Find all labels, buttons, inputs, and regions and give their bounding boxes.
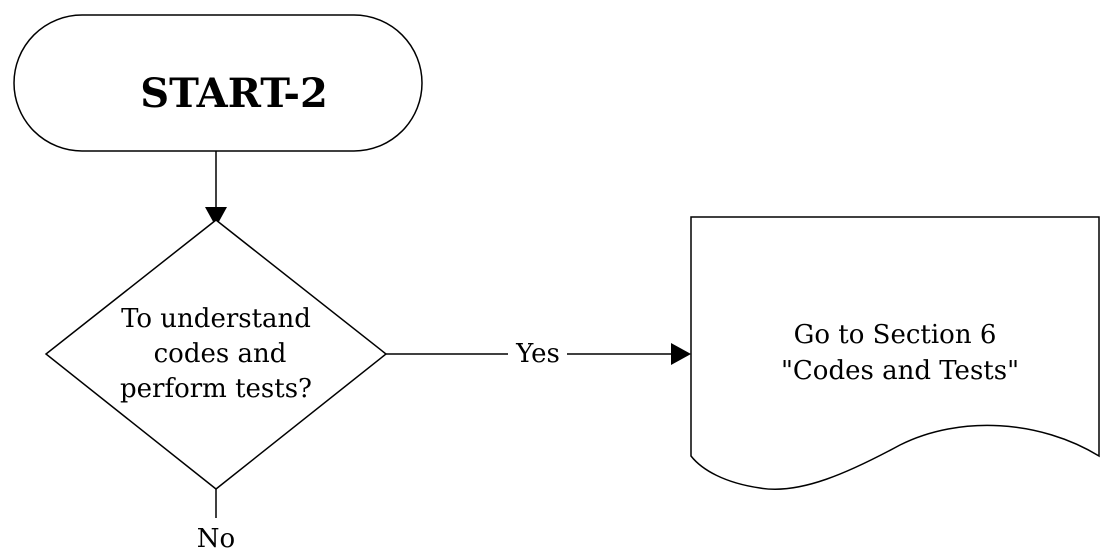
start-label: START-2 [140,70,328,117]
decision-node: To understand codes and perform tests? [44,219,388,490]
document-label-line2: "Codes and Tests" [781,356,1019,386]
start-terminator: START-2 [13,14,423,152]
start-shape [13,14,423,152]
yes-label: Yes [515,339,560,369]
document-node: Go to Section 6 "Codes and Tests" [690,216,1100,490]
no-label: No [197,524,235,552]
yes-arrowhead [671,343,691,365]
decision-label-line2: codes and [154,339,287,369]
decision-label-line3: perform tests? [120,374,312,404]
document-shape [690,216,1100,490]
decision-label-line1: To understand [121,304,311,334]
start-to-decision-arrowhead [205,207,227,227]
document-label-line1: Go to Section 6 [794,320,997,350]
